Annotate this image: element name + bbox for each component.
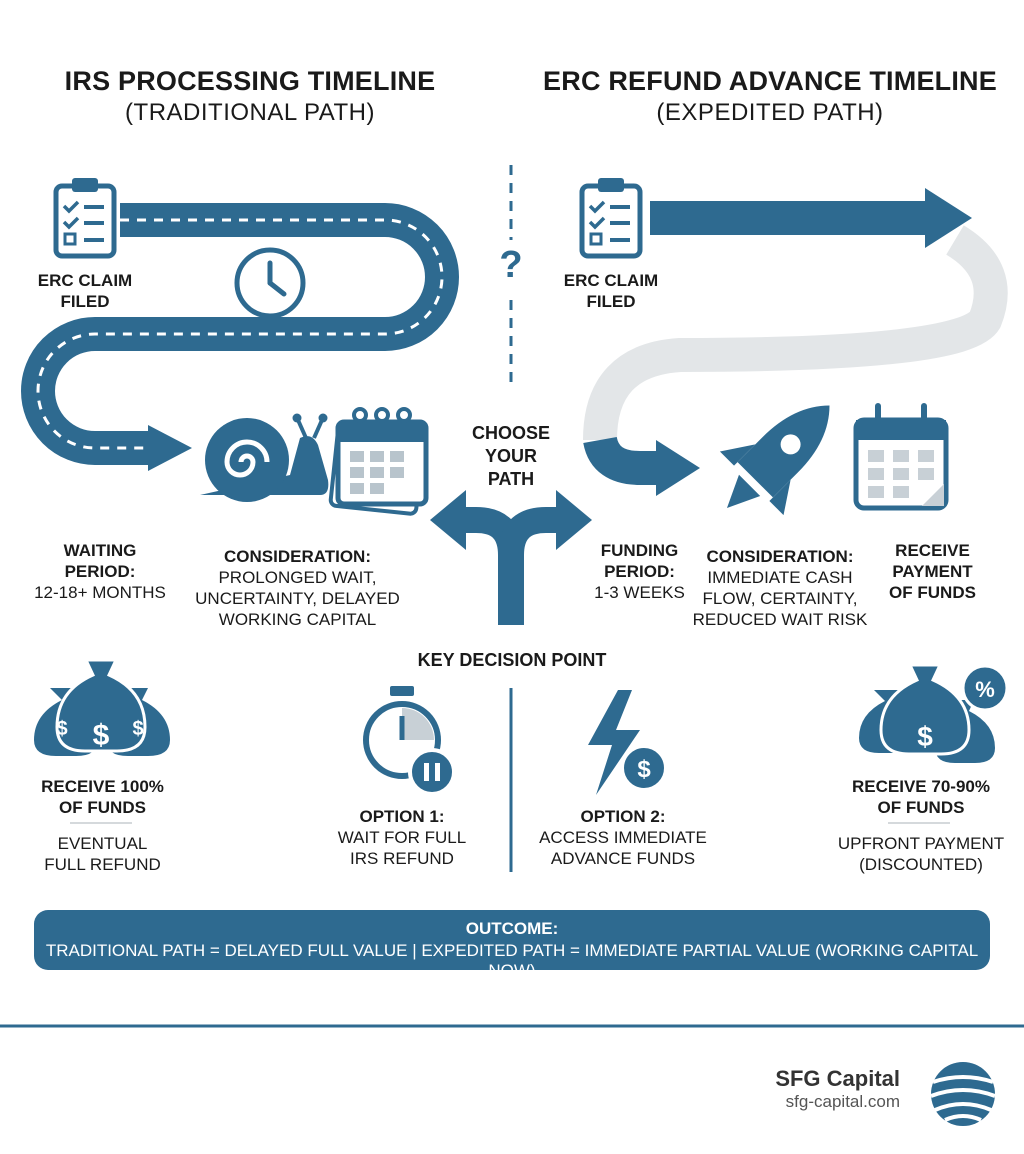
funding-period: FUNDING PERIOD: 1-3 WEEKS xyxy=(594,541,685,602)
waiting-period: WAITING PERIOD: 12-18+ MONTHS xyxy=(34,541,166,602)
svg-text:$: $ xyxy=(93,719,110,752)
clipboard-checklist-icon xyxy=(53,178,117,259)
right-receive-note: UPFRONT PAYMENT (DISCOUNTED) xyxy=(837,834,1005,874)
calendar-icon xyxy=(328,407,429,516)
road-arrowhead xyxy=(148,425,192,471)
outcome-label: OUTCOME: xyxy=(465,919,559,938)
receive-payment: RECEIVE PAYMENT OF FUNDS xyxy=(889,541,976,602)
rocket-icon xyxy=(719,405,830,516)
svg-text:$: $ xyxy=(56,718,67,740)
question-mark: ? xyxy=(499,244,523,286)
option-1: OPTION 1: WAIT FOR FULL IRS REFUND xyxy=(337,807,467,868)
outcome-text: TRADITIONAL PATH = DELAYED FULL VALUE | … xyxy=(45,941,979,980)
snail-icon xyxy=(200,413,329,502)
fork-arrow-icon xyxy=(430,490,592,625)
brand-block: SFG Capital sfg-capital.com xyxy=(700,1066,900,1112)
outcome-banner: OUTCOME: TRADITIONAL PATH = DELAYED FULL… xyxy=(34,910,990,980)
key-decision-point: KEY DECISION POINT xyxy=(417,650,607,670)
left-receive-funds: RECEIVE 100% OF FUNDS xyxy=(41,777,164,817)
calendar-icon xyxy=(853,403,949,511)
right-subtitle: (EXPEDITED PATH) xyxy=(656,99,884,126)
lightning-dollar-icon xyxy=(588,690,668,795)
right-consideration: CONSIDERATION: IMMEDIATE CASH FLOW, CERT… xyxy=(692,547,868,629)
traditional-path-road xyxy=(21,203,459,471)
left-title: IRS PROCESSING TIMELINE xyxy=(64,66,436,96)
money-bag-percent-icon xyxy=(859,663,1009,763)
left-subtitle: (TRADITIONAL PATH) xyxy=(125,99,375,126)
globe-logo-icon xyxy=(930,1062,996,1126)
right-receive-funds: RECEIVE 70-90% OF FUNDS xyxy=(852,777,990,817)
brand-name: SFG Capital xyxy=(775,1066,900,1091)
svg-text:$: $ xyxy=(637,756,651,783)
clipboard-checklist-icon xyxy=(579,178,643,259)
svg-text:$: $ xyxy=(917,721,933,752)
left-consideration: CONSIDERATION: PROLONGED WAIT, UNCERTAIN… xyxy=(195,547,400,629)
svg-text:$: $ xyxy=(132,718,143,740)
right-title: ERC REFUND ADVANCE TIMELINE xyxy=(543,66,997,96)
svg-text:%: % xyxy=(975,677,995,702)
expedited-path-road xyxy=(583,188,1008,496)
stopwatch-pause-icon xyxy=(363,686,456,796)
brand-url: sfg-capital.com xyxy=(785,1092,900,1111)
clock-icon xyxy=(234,247,306,319)
left-receive-note: EVENTUAL FULL REFUND xyxy=(44,834,161,874)
money-bags-icon xyxy=(34,658,170,756)
option-2: OPTION 2: ACCESS IMMEDIATE ADVANCE FUNDS xyxy=(539,807,707,868)
